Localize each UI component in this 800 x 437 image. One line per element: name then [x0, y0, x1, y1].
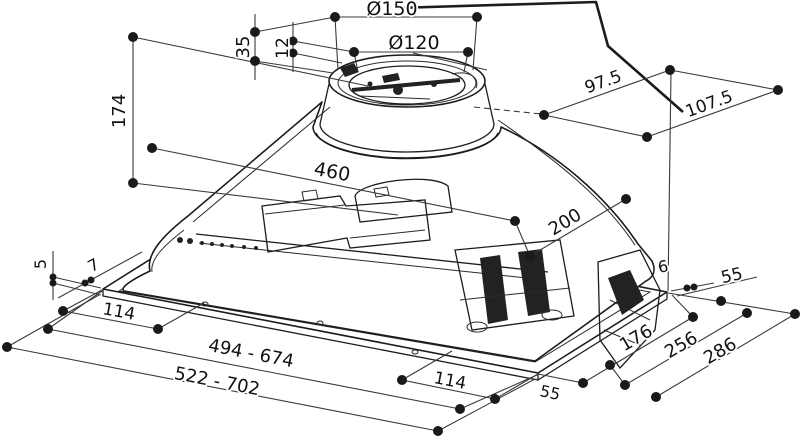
dim-line-55-bottom	[537, 373, 584, 384]
blower-foot-right	[541, 309, 563, 321]
dim-line-150	[334, 16, 478, 71]
dim-label-55-right: 55	[719, 264, 745, 288]
dim-line-200	[529, 198, 627, 257]
collar-clamp	[340, 63, 359, 77]
control-box-tab-1	[301, 189, 319, 202]
collar-cable	[451, 72, 478, 89]
dimension-dots	[2, 12, 800, 436]
dim-line-114-bottom	[401, 350, 539, 400]
hood-drawing	[102, 0, 684, 381]
dim-line-120	[353, 51, 488, 73]
collar-inner-circle	[348, 65, 466, 105]
collar-lower-flange	[319, 123, 495, 153]
dim-line-7	[57, 251, 143, 299]
dim-line-35	[254, 14, 336, 80]
collar-wall-left	[319, 83, 330, 125]
dim-label-150: Ø150	[366, 0, 417, 20]
bottom-panel-lip	[102, 289, 668, 381]
dim-line-286	[655, 313, 796, 398]
canopy-left-slope-inner	[192, 106, 331, 223]
blower-foot-left	[466, 321, 488, 333]
dim-label-174: 174	[109, 94, 130, 128]
dim-line-114-left	[62, 289, 205, 330]
blower-bar-1	[480, 255, 508, 324]
dim-label-5: 5	[31, 259, 50, 269]
dim-label-120: Ø120	[388, 32, 439, 54]
dim-line-12	[292, 22, 355, 72]
dim-label-6: 6	[656, 256, 669, 276]
fan-bar	[351, 78, 461, 92]
dim-label-107-5: 107.5	[683, 87, 736, 122]
center-dashed-line	[473, 106, 542, 115]
edge-screw-3	[411, 349, 419, 355]
dim-lines-97-107	[543, 69, 779, 138]
edge-screw-2	[316, 320, 324, 326]
latch-bracket	[597, 249, 661, 370]
front-band-holes	[177, 237, 258, 250]
dim-label-35: 35	[233, 36, 254, 59]
blower-bar-2	[518, 249, 550, 316]
wall-edge-line	[667, 292, 796, 315]
latch-lines	[603, 299, 651, 346]
dim-line-176	[582, 294, 694, 384]
fan-detail-1	[431, 81, 437, 87]
dim-line-522	[6, 294, 536, 432]
collar-top-rim	[328, 54, 486, 108]
collar-base-lip	[315, 132, 499, 160]
latch-dark	[608, 270, 644, 315]
control-box	[261, 195, 431, 253]
dim-label-55-bottom: 55	[538, 381, 562, 404]
dim-line-494	[47, 290, 538, 410]
dim-label-286: 286	[700, 334, 740, 369]
canopy-right-slope-inner	[497, 119, 636, 246]
fan-clip	[382, 73, 400, 83]
wall-vertical-line	[667, 71, 672, 292]
dim-label-494-674: 494 - 674	[207, 335, 296, 372]
control-box-tab-2	[373, 186, 390, 198]
canopy-left-corner-crease	[151, 229, 185, 273]
dim-label-12: 12	[273, 37, 293, 59]
fan-detail-2	[367, 81, 373, 87]
dim-label-114-left: 114	[101, 299, 137, 325]
dim-line-460	[151, 147, 530, 255]
collar-wall-right	[484, 83, 495, 125]
collar-rim-ring	[337, 60, 477, 106]
dim-label-7: 7	[84, 254, 102, 276]
dim-line-55-right	[676, 276, 758, 297]
fan-hub	[393, 85, 403, 95]
dim-label-522-702: 522 - 702	[173, 363, 262, 400]
blower-line	[459, 287, 571, 301]
canopy-body	[122, 101, 655, 362]
dim-label-114-bottom: 114	[432, 368, 468, 394]
fan-line	[359, 95, 431, 100]
